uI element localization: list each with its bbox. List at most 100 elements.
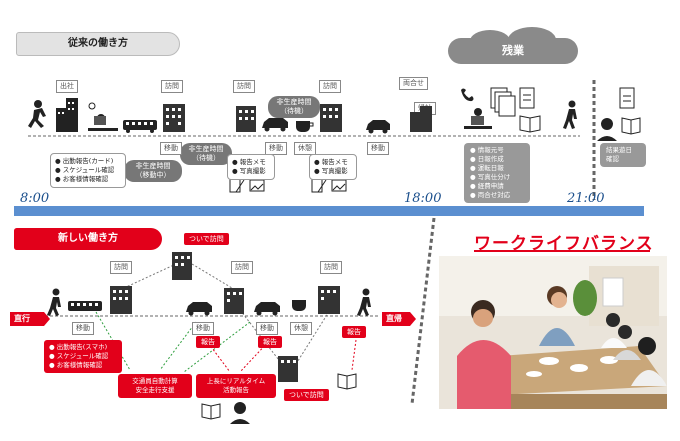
morning-task-new-3: ● お客様情報確認 [49, 361, 103, 369]
morning-tasks-new: ● 出勤報告(スマホ) ● スケジュール確認 ● お客様情報確認 [44, 340, 122, 373]
new-tag-move-2: 移動 [192, 322, 214, 335]
office-building-icon [56, 98, 78, 132]
final-check-box: 結果遊日 確認 [600, 143, 646, 167]
car-icon-2 [366, 120, 390, 134]
new-tag-move-3: 移動 [256, 322, 278, 335]
old-way-banner: 従来の働き方 [16, 32, 180, 56]
morning-tasks-old: ● 出勤報告(カード) ● スケジュール確認 ● お客様情報確認 [50, 153, 126, 188]
direct-home-arrow [382, 312, 416, 326]
morning-task-old-2: ● スケジュール確認 [55, 166, 115, 174]
tag-visit-3: 訪問 [319, 80, 341, 93]
tag-meeting: 両合せ [399, 77, 428, 90]
new-building-icon-1 [110, 286, 132, 314]
bubble-nonprod-move: 非生産時間 （移動中） [124, 160, 182, 182]
extra-visit-top-tag: ついで訪問 [184, 233, 229, 245]
new-building-icon-2 [224, 288, 244, 314]
title-underline [474, 250, 650, 252]
extra-visit-building-top-icon [172, 252, 192, 280]
direct-home-label: 直帰 [386, 314, 402, 323]
client-building-icon-1 [163, 104, 185, 132]
direct-go-arrow [10, 312, 50, 326]
safety-support-box: 交通員自動計算 安全走行支援 [118, 374, 192, 398]
office-worker-icon [464, 108, 492, 129]
new-book-icon-2 [201, 403, 221, 420]
office-tasks-box: ● 情報元号 ● 日報作成 ● 運転日報 ● 写真仕分け ● 経費申請 ● 両合… [464, 143, 530, 203]
walking-man-icon [563, 100, 577, 129]
family-dinner-photo [439, 256, 667, 409]
memo1-item-1: ● 報告メモ [232, 158, 266, 166]
office-task-6: ● 両合せ対応 [470, 191, 511, 199]
office-task-4: ● 写真仕分け [470, 173, 511, 181]
tag-move-1: 移動 [160, 142, 182, 155]
tag-visit-2: 訪問 [233, 80, 255, 93]
morning-task-old-1: ● 出勤報告(カード) [55, 157, 114, 165]
bubble-nonprod-wait-mid: 非生産時間 （待機） [180, 143, 232, 165]
morning-task-old-3: ● お客様情報確認 [55, 175, 109, 183]
memo-box-1: ● 報告メモ ● 写真撮影 [227, 154, 275, 180]
return-office-icon [410, 106, 432, 132]
new-car-icon-1 [186, 302, 212, 316]
work-life-balance-title: ワークライフバランス [474, 234, 654, 254]
client-building-icon-3 [320, 104, 342, 132]
bubble-nonprod-wait-top: 非生産時間 （待機） [268, 96, 320, 118]
extra-visit-building-bottom-icon [278, 356, 298, 382]
documents-icon [490, 87, 516, 117]
overtime-cloud: 残業 [448, 27, 578, 64]
plant [573, 280, 597, 316]
report-icon [519, 87, 535, 109]
tag-outing: 出社 [56, 80, 78, 93]
coffee-cup-icon [296, 121, 314, 132]
new-tag-visit-3: 訪問 [320, 261, 342, 274]
manager-icon [597, 118, 617, 141]
photo-icon-2 [331, 179, 347, 192]
phone-icon [461, 88, 474, 102]
client-building-icon-2 [236, 106, 256, 132]
new-manager-icon [230, 402, 250, 424]
morning-task-new-1: ● 出勤報告(スマホ) [49, 343, 108, 351]
direct-go-label: 直行 [14, 314, 30, 323]
new-book-icon-1 [337, 373, 357, 390]
office-task-1: ● 情報元号 [470, 146, 504, 154]
walking-man-end-icon [357, 288, 371, 316]
extra-visit-bottom-tag: ついで訪問 [284, 389, 329, 401]
report-tag-3: 報告 [342, 326, 366, 338]
new-tag-visit-2: 訪問 [231, 261, 253, 274]
book-icon-old [621, 117, 641, 135]
train-new-icon [68, 301, 102, 311]
tag-move-2: 移動 [265, 142, 287, 155]
new-tag-visit-1: 訪問 [110, 261, 132, 274]
open-book-icon [519, 115, 541, 133]
realtime-report-box: 上長にリアルタイム 活動報告 [196, 374, 276, 398]
memo2-item-2: ● 写真撮影 [314, 167, 348, 175]
new-building-icon-3 [318, 286, 340, 314]
time-end: 21:00 [567, 191, 605, 206]
office-task-3: ● 運転日報 [470, 164, 504, 172]
memo-box-2: ● 報告メモ ● 写真撮影 [309, 154, 357, 180]
checklist-icon [619, 87, 635, 109]
new-car-icon-2 [254, 302, 280, 316]
photo-icon-1 [249, 179, 265, 192]
desk-worker-icon [88, 102, 118, 131]
memo2-item-1: ● 報告メモ [314, 158, 348, 166]
memo1-item-2: ● 写真撮影 [232, 167, 266, 175]
office-task-5: ● 経費申請 [470, 182, 504, 190]
tag-visit-1: 訪問 [161, 80, 183, 93]
time-mid: 18:00 [404, 191, 442, 206]
office-task-2: ● 日報作成 [470, 155, 504, 163]
time-bar [14, 206, 644, 216]
new-way-banner: 新しい働き方 [14, 228, 162, 250]
overtime-label: 残業 [502, 44, 524, 57]
morning-task-new-2: ● スケジュール確認 [49, 352, 109, 360]
train-icon [123, 120, 157, 133]
tag-move-3: 移動 [367, 142, 389, 155]
report-tag-1: 報告 [196, 336, 220, 348]
new-tag-move-1: 移動 [72, 322, 94, 335]
time-start: 8:00 [20, 191, 50, 206]
car-icon-1 [262, 118, 288, 132]
running-man-icon [28, 100, 46, 128]
report-tag-2: 報告 [258, 336, 282, 348]
new-tag-rest: 休憩 [290, 322, 312, 335]
walking-man-new-icon [47, 288, 61, 316]
